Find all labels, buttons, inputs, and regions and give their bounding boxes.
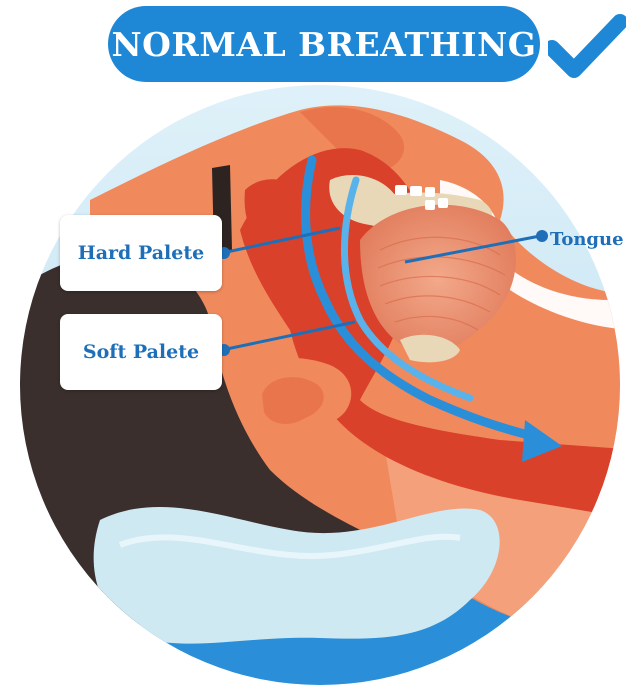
hard-palete-label-box: Hard Palete xyxy=(60,215,222,291)
check-icon xyxy=(548,12,626,82)
title-banner: NORMAL BREATHING xyxy=(108,6,540,82)
hard-palete-label: Hard Palete xyxy=(78,242,204,264)
tongue-label: Tongue xyxy=(550,229,624,250)
soft-palete-label-box: Soft Palete xyxy=(60,314,222,390)
page-title: NORMAL BREATHING xyxy=(112,25,537,64)
soft-palete-label: Soft Palete xyxy=(83,341,199,363)
